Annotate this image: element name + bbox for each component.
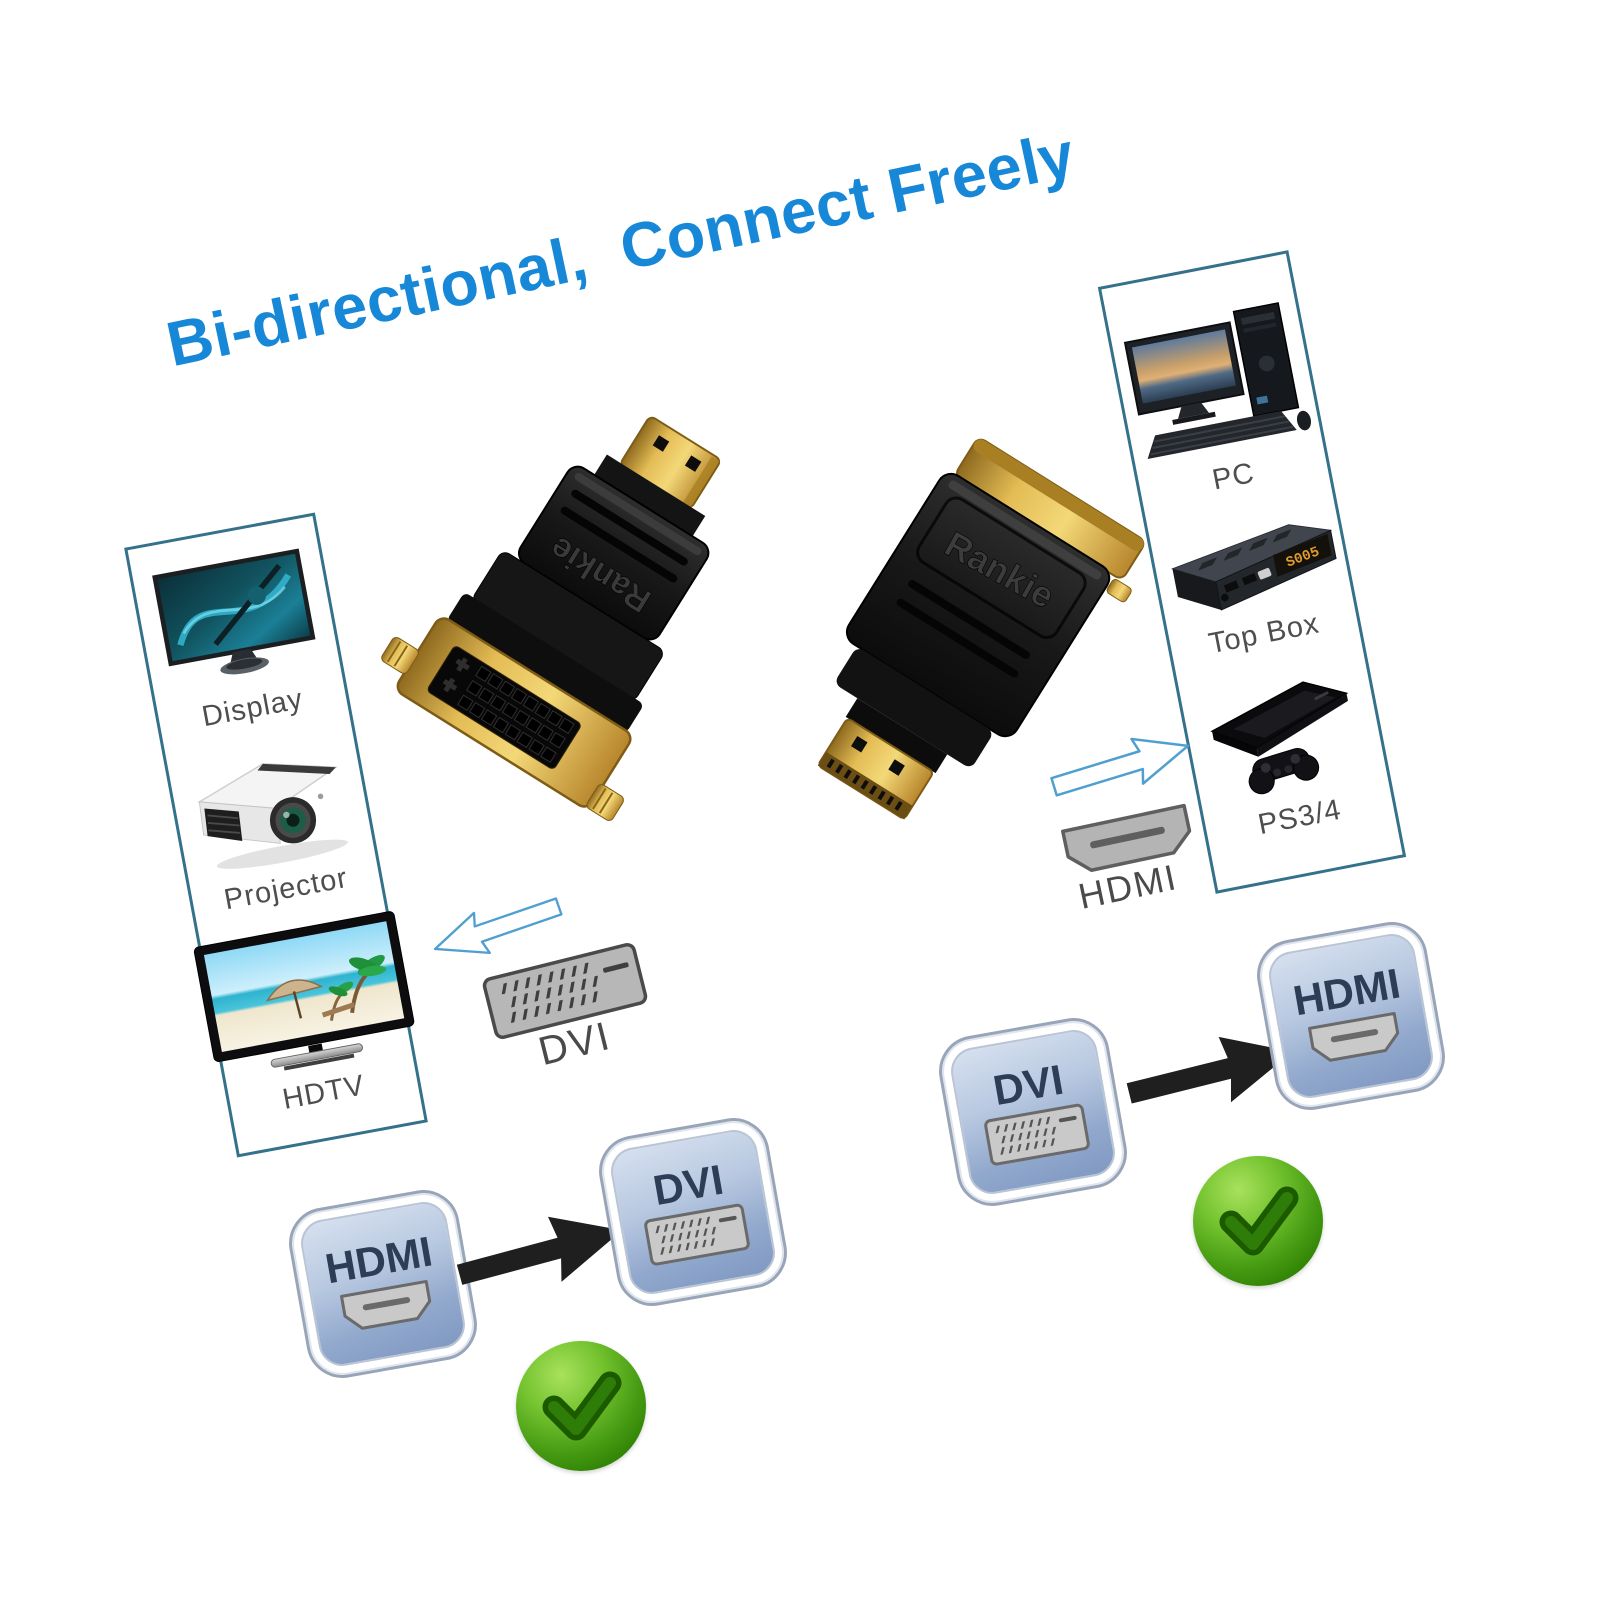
- pc-icon: [1123, 301, 1311, 459]
- device-hdtv: HDTV: [191, 908, 429, 1128]
- badge-label: DVI: [989, 1055, 1067, 1115]
- device-ps: PS3/4: [1187, 665, 1389, 851]
- device-projector: Projector: [173, 731, 375, 921]
- right-device-box: PC S005 Top Box: [1097, 250, 1407, 894]
- badge-label: DVI: [649, 1155, 727, 1215]
- black-arrow-left-flow-icon: [442, 1186, 639, 1320]
- device-topbox: S005 Top Box: [1154, 508, 1357, 667]
- hdmi-pins: [826, 758, 903, 811]
- screw-stub: [1106, 579, 1132, 603]
- hdmi-plug-glyph-icon: [340, 1279, 432, 1330]
- green-check-right-icon: [1193, 1156, 1323, 1286]
- adapter-right: Rankie: [746, 419, 1153, 880]
- hdtv-icon: [193, 910, 415, 1071]
- hdmi-badge-left: HDMI: [283, 1184, 483, 1384]
- topbox-icon: S005: [1170, 523, 1337, 611]
- hdmi-badge-right: HDMI: [1251, 916, 1451, 1116]
- ps-console-icon: [1210, 681, 1349, 795]
- headline: Bi-directional, Connect Freely: [160, 119, 1081, 381]
- adapter-left: Rankie: [359, 369, 790, 861]
- ps-controller-icon: [1248, 748, 1320, 795]
- device-display: Display: [148, 547, 334, 740]
- dvi-badge-left: DVI: [593, 1112, 793, 1312]
- dvi-pin-grid: [457, 665, 575, 763]
- hdmi-plug: [818, 718, 934, 819]
- arrow-to-left-box-icon: [420, 877, 572, 979]
- arrow-to-right-box-icon: [1041, 714, 1203, 817]
- hdmi-connector-icon: [1053, 794, 1203, 886]
- screw-post-left: [381, 636, 419, 674]
- dvi-plug-glyph-icon: [984, 1103, 1090, 1166]
- screw-post-right: [586, 784, 624, 821]
- dvi-badge-right: DVI: [933, 1012, 1133, 1212]
- dvi-connector-icon: [479, 940, 650, 1043]
- device-pc: PC: [1114, 293, 1324, 511]
- green-check-left-icon: [516, 1341, 646, 1471]
- left-device-box: Display Projector: [124, 512, 429, 1158]
- device-label: HDTV: [279, 1069, 368, 1116]
- dvi-plug-glyph-icon: [644, 1203, 750, 1266]
- device-label: PC: [1209, 456, 1258, 497]
- projector-icon: [197, 762, 348, 869]
- hdmi-plug-glyph-icon: [1308, 1011, 1400, 1062]
- display-icon: [152, 548, 316, 675]
- black-arrow-right-flow-icon: [1113, 1008, 1309, 1139]
